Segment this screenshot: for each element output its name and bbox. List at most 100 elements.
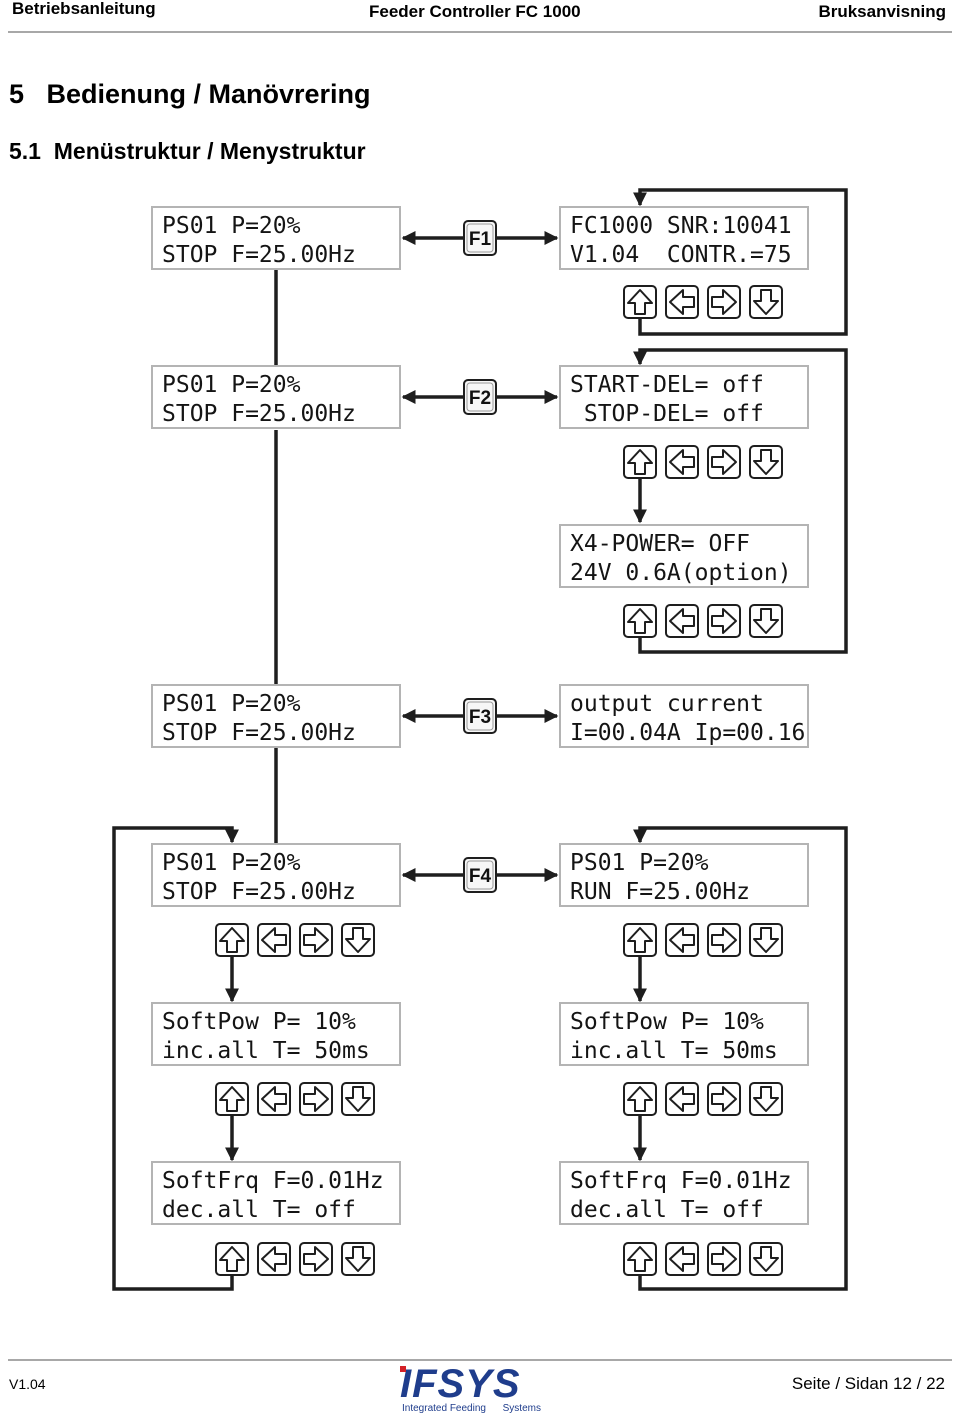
lcd-main-f2-line-2: STOP F=25.00Hz [162,401,356,427]
right-arrow-key[interactable] [707,1242,741,1276]
right-arrow-key[interactable] [707,285,741,319]
function-key-f3[interactable]: F3 [463,698,497,734]
lcd-softfrq-left-frame [151,1161,401,1225]
lcd-main-f2-frame [151,365,401,429]
right-arrow-key[interactable] [299,1082,333,1116]
lcd-f2-power-line-1: X4-POWER= OFF [570,531,750,557]
lcd-f4-run-line-1: PS01 P=20% [570,850,709,876]
lcd-main-f1-frame [151,206,401,270]
nav-keys-f2-delay [623,445,783,479]
up-arrow-key[interactable] [623,285,657,319]
f4-right-loop-line [633,826,848,1291]
lcd-f3-current-line-2: I=00.04A Ip=00.16 [570,720,805,746]
left-arrow-key[interactable] [257,1242,291,1276]
lcd-main-f4-line-1: PS01 P=20% [162,850,301,876]
f2-loop-line [633,348,848,654]
nav-keys-right-1 [623,923,783,957]
lcd-f2-power-frame [559,524,809,588]
up-arrow-key[interactable] [623,1082,657,1116]
lcd-softpow-right-line-1: SoftPow P= 10% [570,1009,764,1035]
down-arrow-key[interactable] [749,604,783,638]
lcd-f1-info-frame [559,206,809,270]
function-key-f4[interactable]: F4 [463,857,497,893]
lcd-main-f2-line-1: PS01 P=20% [162,372,301,398]
header-left: Betriebsanleitung [12,0,156,18]
left-arrow-key[interactable] [665,923,699,957]
right-arrow-key[interactable] [299,1242,333,1276]
lcd-softfrq-left-line-2: dec.all T= off [162,1197,356,1223]
left-arrow-key[interactable] [665,1082,699,1116]
up-arrow-key[interactable] [623,1242,657,1276]
subsection-title: 5.1 Menüstruktur / Menystruktur [9,138,366,164]
up-arrow-key[interactable] [215,923,249,957]
nav-keys-right-3 [623,1242,783,1276]
lcd-f2-delay-line-2: STOP-DEL= off [570,401,764,427]
lcd-main-f1-line-2: STOP F=25.00Hz [162,242,356,268]
up-arrow-key[interactable] [215,1082,249,1116]
header-center: Feeder Controller FC 1000 [369,2,581,21]
down-arrow-key[interactable] [749,445,783,479]
down-arrow-key[interactable] [749,1082,783,1116]
lcd-f1-info-line-1: FC1000 SNR:10041 [570,213,792,239]
left-arrow-key[interactable] [257,923,291,957]
lcd-main-f4-frame [151,843,401,907]
down-arrow-key[interactable] [749,923,783,957]
lcd-f2-delay-line-1: START-DEL= off [570,372,764,398]
f1-loop-line [633,188,848,336]
nav-keys-left-3 [215,1242,375,1276]
lcd-f4-run-line-2: RUN F=25.00Hz [570,879,750,905]
lcd-softpow-left-line-1: SoftPow P= 10% [162,1009,356,1035]
lcd-f1-info-line-2: V1.04 CONTR.=75 [570,242,792,268]
lcd-main-f3-frame [151,684,401,748]
svg-text:F2: F2 [469,388,491,409]
nav-keys-f1 [623,285,783,319]
right-arrow-key[interactable] [299,923,333,957]
up-arrow-key[interactable] [623,923,657,957]
left-arrow-key[interactable] [257,1082,291,1116]
lcd-main-f3-line-1: PS01 P=20% [162,691,301,717]
lcd-softpow-left-frame [151,1002,401,1066]
footer-version: V1.04 [9,1376,46,1392]
lcd-f4-run-frame [559,843,809,907]
svg-text:F1: F1 [469,229,492,250]
section-title: 5 Bedienung / Manövrering [9,79,371,109]
ifsys-logo: IFSYS Integrated Feeding Systems [400,1364,541,1414]
footer-rule [8,1359,952,1361]
function-key-f1[interactable]: F1 [463,220,497,256]
up-arrow-key[interactable] [623,445,657,479]
lcd-softfrq-left-line-1: SoftFrq F=0.01Hz [162,1168,384,1194]
right-arrow-key[interactable] [707,604,741,638]
left-arrow-key[interactable] [665,445,699,479]
down-arrow-key[interactable] [749,285,783,319]
nav-keys-left-2 [215,1082,375,1116]
up-arrow-key[interactable] [215,1242,249,1276]
left-arrow-key[interactable] [665,1242,699,1276]
up-arrow-key[interactable] [623,604,657,638]
menu-structure-diagram: PS01 P=20% STOP F=25.00Hz FC1000 SNR:10041… [112,188,848,1291]
function-key-f2[interactable]: F2 [463,379,497,415]
lcd-softpow-right-frame [559,1002,809,1066]
lcd-f2-delay-frame [559,365,809,429]
lcd-softpow-right-line-2: inc.all T= 50ms [570,1038,778,1064]
nav-keys-f2-power [623,604,783,638]
nav-keys-right-2 [623,1082,783,1116]
lcd-softfrq-right-line-1: SoftFrq F=0.01Hz [570,1168,792,1194]
down-arrow-key[interactable] [341,1082,375,1116]
header-rule [8,31,952,33]
down-arrow-key[interactable] [341,923,375,957]
svg-text:IFSYS: IFSYS [400,1364,521,1406]
lcd-main-f3-line-2: STOP F=25.00Hz [162,720,356,746]
lcd-main-f1-line-1: PS01 P=20% [162,213,301,239]
down-arrow-key[interactable] [749,1242,783,1276]
lcd-softfrq-right-line-2: dec.all T= off [570,1197,764,1223]
right-arrow-key[interactable] [707,923,741,957]
f4-left-loop-line [112,826,239,1291]
left-arrow-key[interactable] [665,285,699,319]
down-arrow-key[interactable] [341,1242,375,1276]
svg-text:F4: F4 [469,866,492,887]
right-arrow-key[interactable] [707,445,741,479]
lcd-softpow-left-line-2: inc.all T= 50ms [162,1038,370,1064]
left-arrow-key[interactable] [665,604,699,638]
right-arrow-key[interactable] [707,1082,741,1116]
footer-page-number: Seite / Sidan 12 / 22 [791,1374,945,1393]
